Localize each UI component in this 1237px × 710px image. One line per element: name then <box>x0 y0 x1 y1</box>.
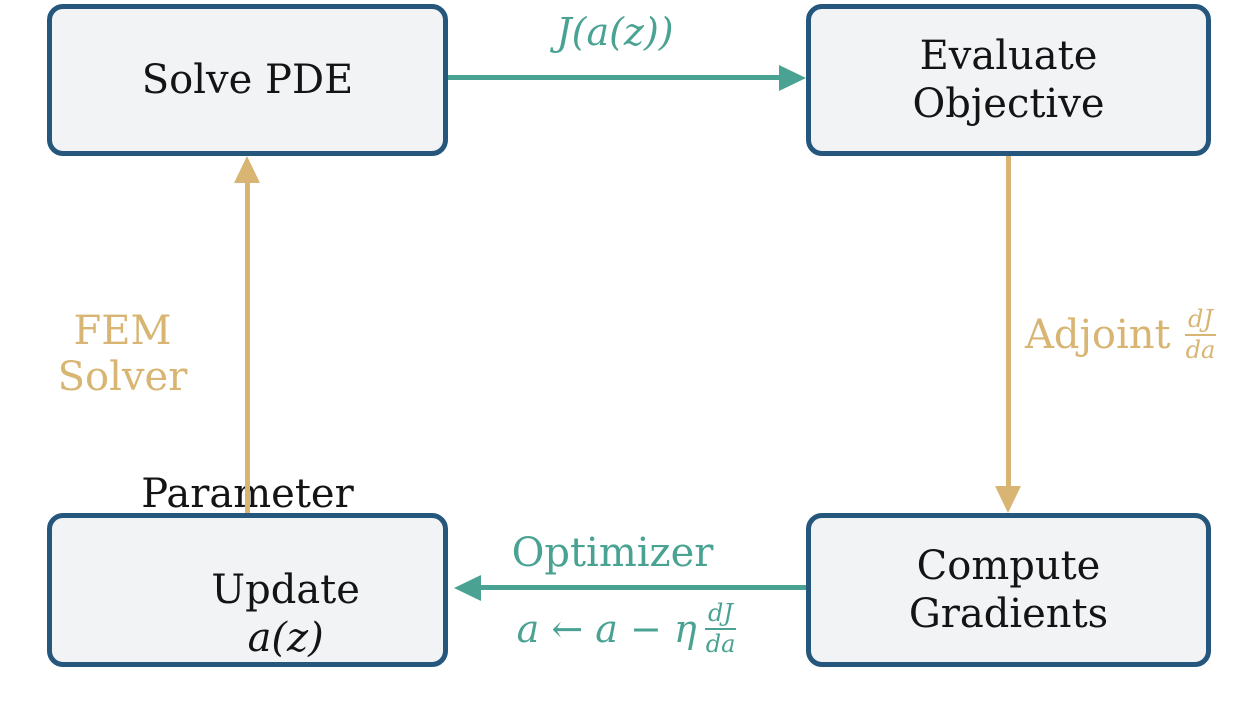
arrow-gradients-to-update-label: Optimizer <box>511 530 714 576</box>
arrow-gradients-to-update-formula: a ← a − η dJ da <box>455 600 800 658</box>
node-evaluate-objective-line2: Objective <box>912 81 1105 127</box>
arrow-gradients-to-update-line <box>480 585 806 590</box>
adjoint-fraction-denominator: da <box>1185 336 1216 364</box>
node-solve-pde: Solve PDE <box>47 4 448 156</box>
node-parameter-update-line2-text: Update <box>211 567 360 613</box>
arrow-update-to-pde-line <box>245 182 250 513</box>
arrow-update-to-pde-label: FEM Solver <box>57 308 188 400</box>
arrow-objective-to-gradients-label: Adjoint dJ da <box>1025 300 1218 370</box>
arrow-down-head-icon <box>995 486 1021 513</box>
update-formula-fraction-numerator: dJ <box>705 600 737 630</box>
update-formula-text: a ← a − η <box>516 606 697 651</box>
optimization-loop-diagram: Solve PDE Evaluate Objective Compute Gra… <box>47 4 1218 667</box>
adjoint-fraction: dJ da <box>1183 306 1219 364</box>
arrow-objective-to-gradients-line <box>1006 156 1011 487</box>
adjoint-fraction-numerator: dJ <box>1184 306 1216 336</box>
node-evaluate-objective: Evaluate Objective <box>806 4 1211 156</box>
node-compute-gradients-line1: Compute <box>916 543 1101 589</box>
arrow-left-head-icon <box>454 575 481 601</box>
arrow-pde-to-objective-line <box>448 75 780 80</box>
node-evaluate-objective-line1: Evaluate <box>919 33 1098 79</box>
node-solve-pde-label: Solve PDE <box>141 57 354 103</box>
node-parameter-update: Parameter Update a(z) <box>47 471 448 667</box>
node-parameter-update-line2-math: a(z) <box>247 615 324 661</box>
node-compute-gradients: Compute Gradients <box>806 513 1211 667</box>
adjoint-label-text: Adjoint <box>1025 312 1171 358</box>
arrow-pde-to-objective-label: J(a(z)) <box>556 10 674 54</box>
node-parameter-update-line2: Update a(z) <box>135 518 360 710</box>
arrow-right-head-icon <box>779 65 806 91</box>
arrow-up-head-icon <box>234 156 260 183</box>
node-compute-gradients-line2: Gradients <box>908 591 1109 637</box>
update-formula-fraction: dJ da <box>703 600 739 658</box>
update-formula-fraction-denominator: da <box>705 629 736 658</box>
